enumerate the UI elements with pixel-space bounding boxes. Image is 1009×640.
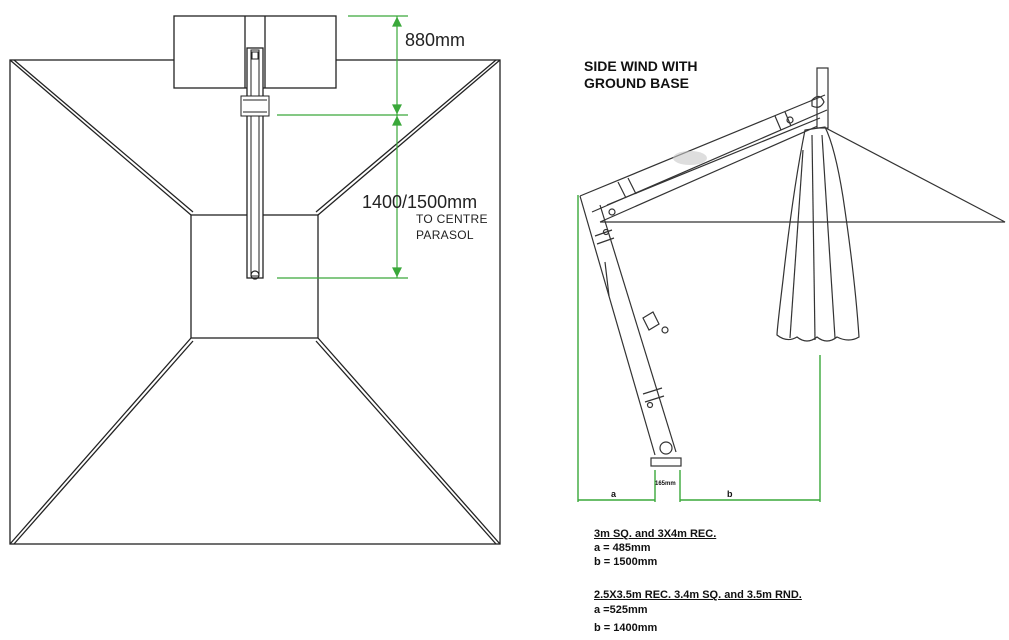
- note-to-centre: TO CENTRE: [416, 212, 488, 226]
- dimension-label-880: 880mm: [405, 30, 466, 50]
- base-width-label: 165mm: [655, 481, 676, 487]
- open-canopy-profile: [599, 124, 1006, 223]
- spec-2-a: a =525mm: [594, 604, 648, 616]
- note-parasol: PARASOL: [416, 228, 474, 242]
- spec-1-a: a = 485mm: [594, 542, 651, 554]
- upper-arm: [579, 94, 826, 197]
- spec-1-b: b = 1500mm: [594, 556, 658, 568]
- dimension-label-a: a: [611, 489, 617, 499]
- spec-2-b: b = 1400mm: [594, 622, 658, 634]
- dimension-label-b: b: [727, 489, 733, 499]
- main-pole: [579, 195, 656, 456]
- ground-base-plate: [650, 457, 682, 467]
- diagram-heading: SIDE WIND WITH GROUND BASE: [584, 58, 698, 91]
- spec-heading-1: 3m SQ. and 3X4m REC.: [594, 528, 717, 540]
- closed-umbrella: [776, 126, 860, 342]
- spec-heading-2: 2.5X3.5m REC. 3.4m SQ. and 3.5m RND.: [594, 589, 802, 601]
- dimension-label-1400: 1400/1500mm: [362, 192, 478, 212]
